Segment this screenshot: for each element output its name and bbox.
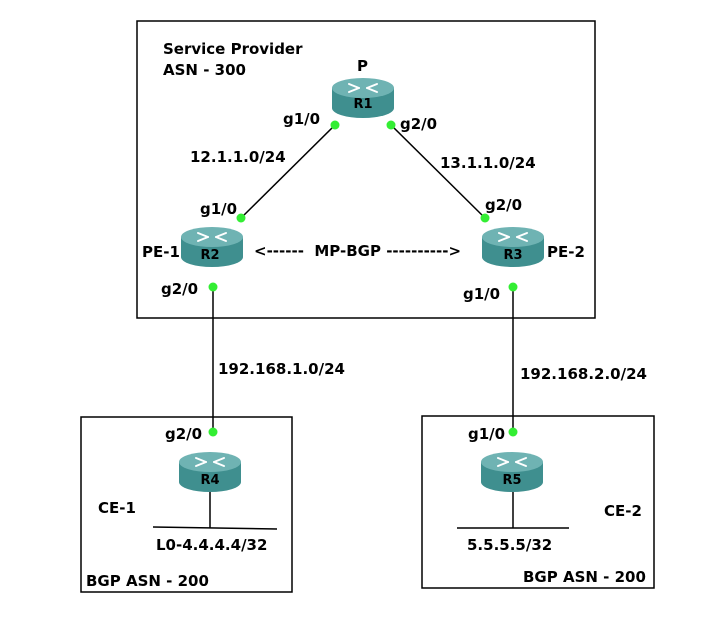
if-r3-g1: g1/0 xyxy=(463,285,500,303)
router-r5[interactable]: R5 xyxy=(480,451,544,493)
port-r2-g2 xyxy=(208,282,218,292)
subnet-r1-r3: 13.1.1.0/24 xyxy=(440,154,536,172)
if-r2-g2: g2/0 xyxy=(161,280,198,298)
router-r2-role: PE-1 xyxy=(142,243,180,261)
router-r1[interactable]: R1 xyxy=(331,77,395,119)
port-r1-g2 xyxy=(386,120,396,130)
router-r4[interactable]: R4 xyxy=(178,451,242,493)
ce2-role: CE-2 xyxy=(604,502,642,520)
link-r1-r3 xyxy=(390,124,486,219)
router-name: R2 xyxy=(200,248,219,263)
sp-asn: ASN - 300 xyxy=(163,61,246,79)
router-r2[interactable]: R2 xyxy=(180,226,244,268)
port-r5-g1 xyxy=(508,427,518,437)
port-r3-g1 xyxy=(508,282,518,292)
subnet-r1-r2: 12.1.1.0/24 xyxy=(190,148,286,166)
ce1-asn: BGP ASN - 200 xyxy=(86,572,209,590)
router-r3[interactable]: R3 xyxy=(481,226,545,268)
port-r1-g1 xyxy=(330,120,340,130)
ce1-role: CE-1 xyxy=(98,499,136,517)
if-r2-g1: g1/0 xyxy=(200,200,237,218)
service-provider-box xyxy=(136,20,596,319)
if-r4-g2: g2/0 xyxy=(165,425,202,443)
router-r3-role: PE-2 xyxy=(547,243,585,261)
r4-loopback-segment xyxy=(152,526,278,530)
router-name: R1 xyxy=(353,97,372,112)
sp-title: Service Provider xyxy=(163,40,303,58)
router-name: R5 xyxy=(502,473,521,488)
router-name: R4 xyxy=(200,473,219,488)
if-r1-g2: g2/0 xyxy=(400,115,437,133)
if-r5-g1: g1/0 xyxy=(468,425,505,443)
if-r1-g1: g1/0 xyxy=(283,110,320,128)
port-r4-g2 xyxy=(208,427,218,437)
link-r1-r2 xyxy=(240,124,336,219)
subnet-r2-r4: 192.168.1.0/24 xyxy=(218,360,345,378)
subnet-r3-r5: 192.168.2.0/24 xyxy=(520,365,647,383)
mp-bgp-label: <------ MP-BGP ----------> xyxy=(254,242,461,260)
ce2-box xyxy=(421,415,655,589)
ce1-loopback: L0-4.4.4.4/32 xyxy=(156,536,267,554)
ce2-asn: BGP ASN - 200 xyxy=(523,568,646,586)
router-r1-role: P xyxy=(357,57,368,75)
ce2-loopback: 5.5.5.5/32 xyxy=(467,536,552,554)
ce1-box xyxy=(80,416,293,593)
port-r2-g1 xyxy=(236,213,246,223)
port-r3-g2 xyxy=(480,213,490,223)
router-name: R3 xyxy=(503,248,522,263)
if-r3-g2: g2/0 xyxy=(485,196,522,214)
